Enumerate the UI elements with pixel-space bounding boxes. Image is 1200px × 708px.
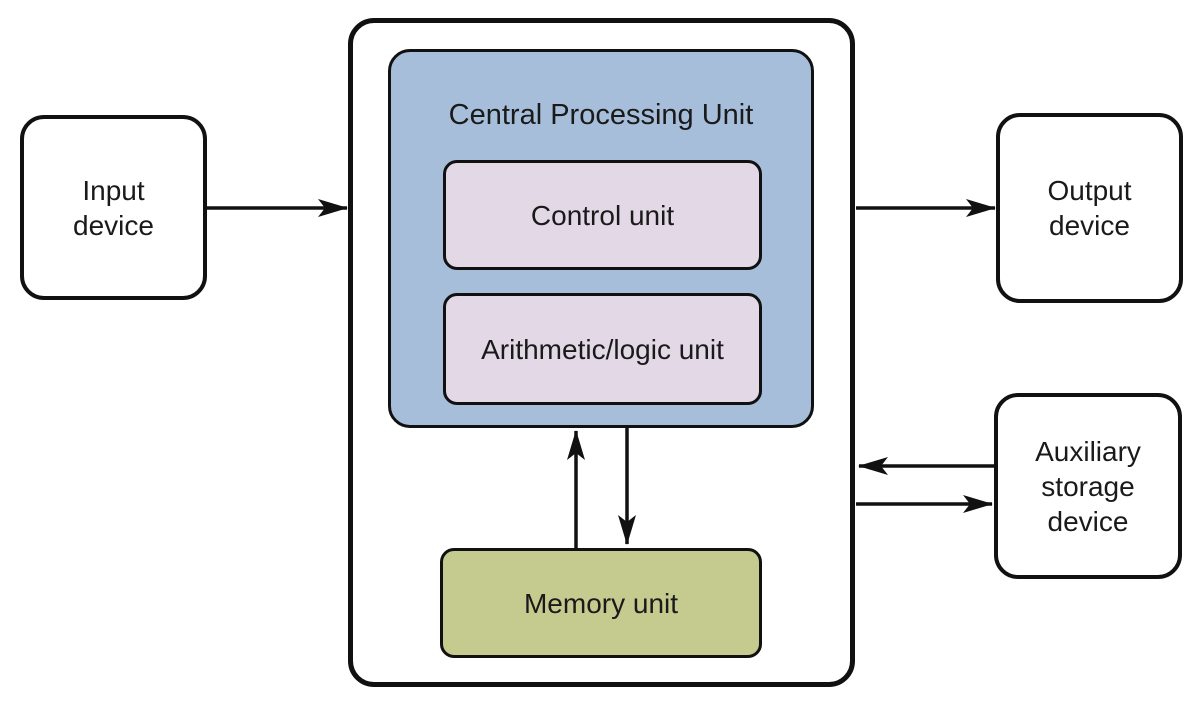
input-device-label: Input device	[73, 174, 154, 241]
alu-box: Arithmetic/logic unit	[443, 293, 762, 405]
control-unit-box: Control unit	[443, 160, 762, 270]
control-unit-label: Control unit	[530, 199, 675, 231]
alu-label: Arithmetic/logic unit	[481, 333, 724, 365]
memory-unit-box: Memory unit	[440, 548, 762, 658]
memory-unit-label: Memory unit	[523, 587, 679, 619]
auxiliary-storage-box: Auxiliary storage device	[994, 393, 1182, 579]
output-device-label: Output device	[1047, 175, 1132, 241]
input-device-box: Input device	[20, 115, 207, 300]
output-device-box: Output device	[996, 113, 1183, 303]
cpu-label: Central Processing Unit	[448, 99, 754, 131]
auxiliary-storage-label: Auxiliary storage device	[1035, 435, 1141, 537]
